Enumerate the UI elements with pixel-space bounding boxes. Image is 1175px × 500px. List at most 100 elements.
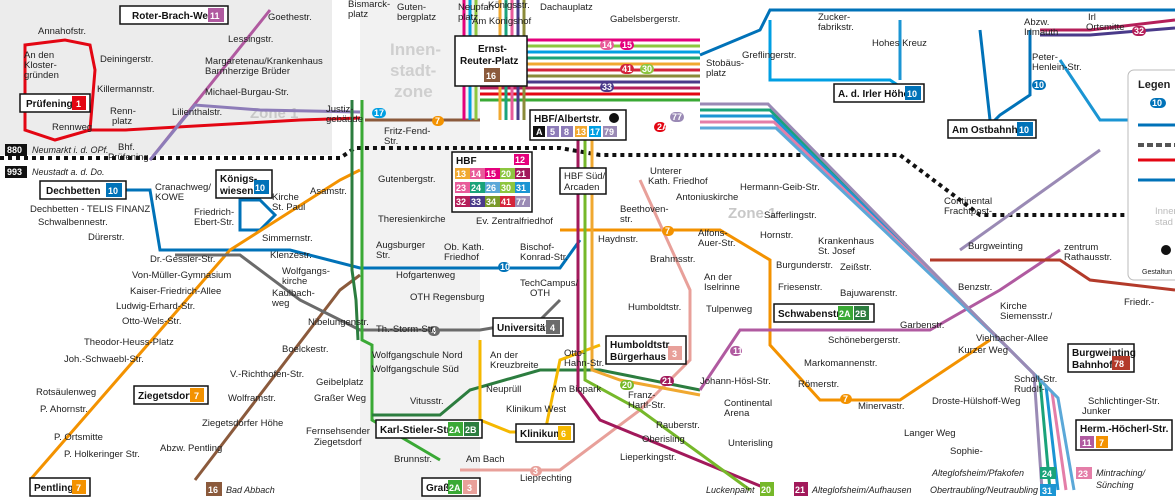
station-label: Str. (376, 250, 390, 261)
destination-luckenpaint: Luckenpaint 20 (706, 482, 774, 496)
line-32-east[interactable] (1040, 18, 1175, 32)
station-label: Dechbetten - TELIS FINANZ (30, 204, 150, 215)
line-33-east[interactable] (1040, 26, 1175, 37)
station-label: Hofgartenweg (396, 270, 455, 281)
svg-text:31: 31 (1042, 486, 1052, 496)
line-78-route[interactable] (930, 258, 1175, 292)
line-10-ostbahnhof[interactable] (978, 29, 1032, 127)
station-label: Rudolf- (1014, 384, 1045, 395)
svg-text:33: 33 (602, 82, 612, 92)
hub-am-ostbahnhof[interactable]: Am Ostbahnhof 10 (947, 119, 1037, 139)
station-label: Rauberstr. (656, 420, 700, 431)
line-10-west[interactable] (125, 188, 582, 270)
station-label: Henlein-Str. (1032, 62, 1082, 73)
station-label: Droste-Hülshoff-Weg (932, 396, 1020, 407)
hub-universitaet[interactable]: Universität 4 (492, 317, 564, 337)
line-2a-stieler[interactable] (372, 368, 701, 417)
line-11-east[interactable] (698, 248, 1061, 391)
line-76-route[interactable] (959, 148, 1101, 252)
station-label: P. Holkeringer Str. (64, 449, 140, 460)
station-label: Krankenhaus (818, 236, 874, 247)
line-10-koenigswiesen-loop[interactable] (238, 198, 278, 232)
svg-text:stad: stad (1155, 217, 1173, 228)
station-label: Abzw. Pentling (160, 443, 222, 454)
station-label: Justiz- (326, 104, 353, 115)
hub-pentling[interactable]: Pentling 7 (29, 477, 91, 497)
line-7-pentling[interactable] (28, 168, 361, 481)
line-7-east[interactable] (560, 228, 991, 402)
station-label: Schwalbennestr. (38, 217, 108, 228)
svg-text:Roter-Brach-Weg: Roter-Brach-Weg (132, 11, 214, 22)
line-1-loop[interactable] (23, 38, 97, 142)
inner-zone-label-2: stadt- (390, 61, 436, 80)
station-label: zentrum (1064, 242, 1098, 253)
hub-koenigswiesen[interactable]: Königs- wiesen 10 (215, 169, 273, 199)
svg-text:10: 10 (1019, 125, 1029, 135)
hub-klinikum[interactable]: Klinikum 6 (515, 423, 575, 443)
station-label: Vitusstr. (410, 396, 444, 407)
station-label: Kurzer Weg (958, 345, 1008, 356)
svg-text:31: 31 (516, 183, 526, 193)
station-label: Lilienthalstr. (172, 107, 222, 118)
regional-880-number: 880 (7, 145, 22, 155)
hub-hbf-albertstr[interactable]: HBF/Albertstr. A 5 8 13 17 79 (529, 109, 627, 141)
svg-text:Am Ostbahnhof: Am Ostbahnhof (952, 125, 1028, 136)
hub-ernst-reuter-platz[interactable]: Ernst- Reuter-Platz 16 (454, 35, 528, 87)
hub-burgweinting-bahnhof[interactable]: Burgweinting Bahnhof 78 (1067, 343, 1136, 373)
line-20-south[interactable] (583, 140, 751, 492)
station-label: Zucker- (818, 12, 850, 23)
station-label: Kirche (1000, 301, 1027, 312)
svg-text:78: 78 (1114, 359, 1124, 369)
svg-text:5: 5 (550, 127, 555, 137)
hub-hbf[interactable]: HBF 12 13 14 15 20 21 23 24 26 30 31 32 … (451, 151, 533, 213)
svg-text:10: 10 (108, 186, 118, 196)
station-label: Graßer Weg (314, 393, 366, 404)
east-line-bundle[interactable] (700, 102, 1076, 491)
station-label: Ziegetsdorf (314, 437, 362, 448)
hub-karl-stieler-str[interactable]: Karl-Stieler-Str. 2A 2B (375, 419, 483, 439)
hub-schwabenstr[interactable]: Schwabenstr. 2A 2B (773, 303, 875, 323)
station-label: Ev. Zentralfriedhof (476, 216, 553, 227)
destination-pfakofen: Alteglofsheim/Pfakofen 24 (931, 467, 1056, 479)
line-1-route[interactable] (90, 116, 361, 132)
destination-bad-abbach: 16 Bad Abbach (206, 482, 275, 496)
line-28-route[interactable] (350, 100, 360, 341)
regional-880-badge (5, 144, 27, 156)
line-8-route[interactable] (148, 103, 361, 161)
station-label: Ortsmitte (1086, 22, 1125, 33)
station-label: Lessingstr. (228, 34, 273, 45)
hub-herm-hoecherl-str[interactable]: Herm.-Höcherl-Str. 11 7 (1075, 419, 1173, 451)
station-label: Gutenbergstr. (378, 174, 436, 185)
station-label: Kirche (272, 192, 299, 203)
station-label: platz (112, 116, 132, 127)
hub-pruefening[interactable]: Prüfening 1 (19, 93, 91, 113)
hub-grass[interactable]: Graß 2A 3 (421, 477, 481, 497)
station-label: gründen (24, 70, 59, 81)
line-10-north-east[interactable] (699, 8, 1175, 57)
station-label: Iselrinne (704, 282, 740, 293)
station-label: Friedhof (444, 252, 479, 263)
station-label: Abzw. (1024, 17, 1049, 28)
line-21-south[interactable] (576, 140, 771, 492)
hub-humboldt-buergerhaus[interactable]: Humboldtstr. Bürgerhaus 3 (605, 335, 687, 365)
regional-993-badge (5, 166, 27, 178)
station-label: Guten- (397, 2, 426, 13)
station-label: platz (458, 12, 478, 23)
svg-text:20: 20 (501, 169, 511, 179)
line-13-south[interactable] (590, 140, 701, 397)
svg-text:41: 41 (501, 197, 511, 207)
station-label: An den (24, 50, 54, 61)
station-label: Hermann-Geib-Str. (740, 182, 820, 193)
station-label: Bischof- (520, 242, 554, 253)
hub-irler-hoehe[interactable]: A. d. Irler Höhe 10 (833, 83, 925, 103)
hub-roter-brach-weg[interactable]: Roter-Brach-Weg 11 (119, 5, 229, 25)
station-label: Minervastr. (858, 401, 904, 412)
station-label: Dr.-Gessler-Str. (150, 254, 215, 265)
hub-hbf-sued-arcaden[interactable]: HBF Süd/ Arcaden (559, 167, 607, 195)
hub-ziegetsdorf[interactable]: Ziegetsdorf 7 (133, 385, 209, 405)
station-label: Klinikum West (506, 404, 566, 415)
hub-dechbetten[interactable]: Dechbetten 10 (39, 180, 127, 200)
svg-text:Karl-Stieler-Str.: Karl-Stieler-Str. (380, 425, 453, 436)
station-label: Junker (1082, 406, 1111, 417)
